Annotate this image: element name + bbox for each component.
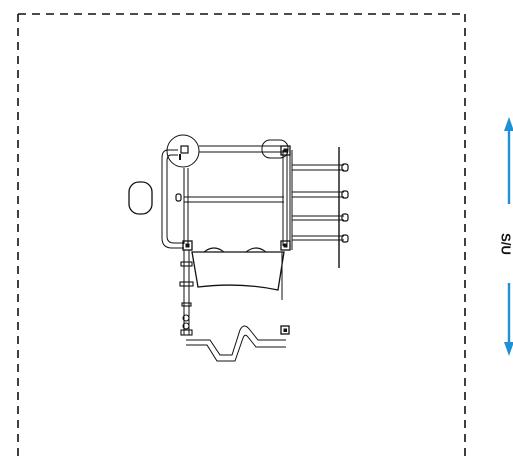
- gauge-circle: [166, 134, 200, 168]
- arrow-up-head: [504, 117, 513, 131]
- dimension-label: S/U: [499, 233, 513, 255]
- column-nuts: [179, 261, 194, 336]
- tray-top-bumps: [203, 247, 267, 253]
- lower-column: [183, 250, 190, 335]
- right-rods: [292, 164, 344, 241]
- pipe-end-clamp: [280, 325, 290, 335]
- top-rail: [199, 145, 284, 153]
- bottom-pipe: [186, 325, 286, 356]
- left-hose-inner: [166, 154, 184, 244]
- equipment-assembly: [128, 134, 349, 362]
- bottom-pipe-inner: [186, 334, 286, 362]
- clamp-top-right-dot: [283, 148, 288, 153]
- clamp-bottom-left-dot: [185, 243, 190, 248]
- left-post: [183, 168, 189, 244]
- room-boundary: [17, 13, 466, 458]
- clamp-bottom-right: [280, 240, 291, 251]
- curved-tray: [191, 251, 285, 291]
- top-right-pad: [261, 139, 289, 159]
- pipe-end-clamp-dot: [283, 328, 287, 332]
- rod-end-knobs: [341, 163, 349, 243]
- right-post: [282, 150, 293, 250]
- middle-rail: [184, 196, 284, 203]
- clamp-bottom-left: [182, 240, 193, 251]
- left-end-knobs: [175, 193, 182, 202]
- clamp-top-right: [280, 145, 291, 156]
- arrow-down-head: [504, 342, 513, 356]
- clamp-bottom-right-dot: [283, 243, 288, 248]
- gauge-bracket: [180, 145, 189, 154]
- left-hose: [161, 149, 184, 249]
- dimension-indicator: S/U: [499, 117, 513, 356]
- oval-seat: [128, 181, 153, 215]
